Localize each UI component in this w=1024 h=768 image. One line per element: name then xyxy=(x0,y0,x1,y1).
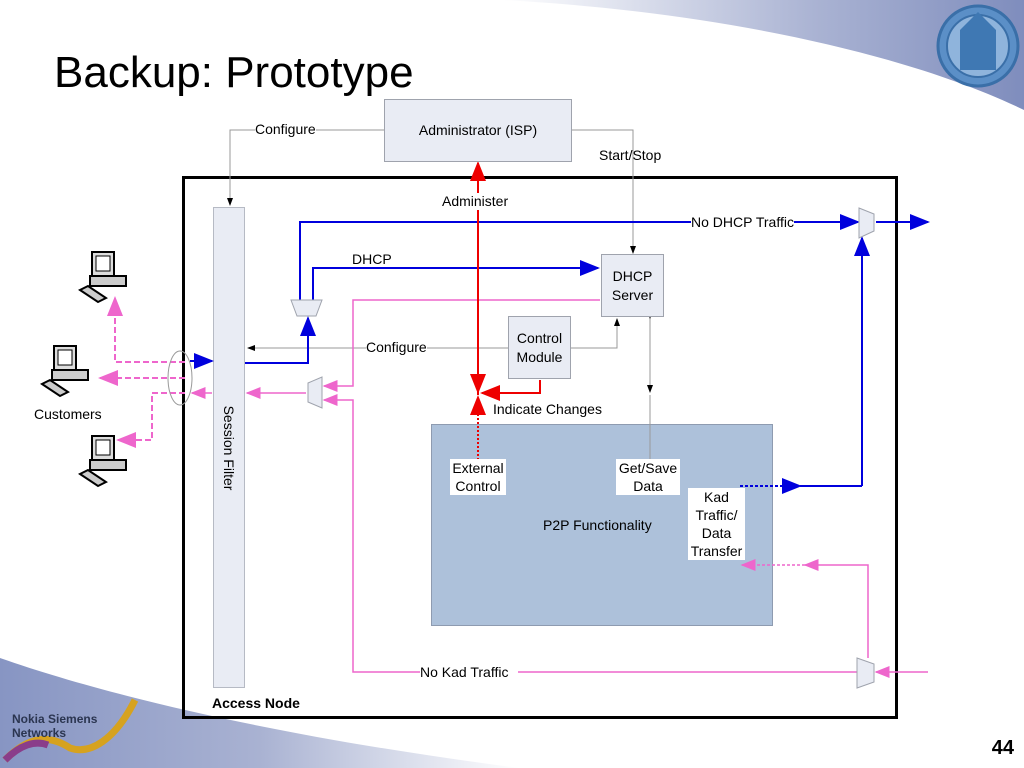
edge-label-start-stop: Start/Stop xyxy=(599,147,662,163)
edge-label-indicate-changes: Indicate Changes xyxy=(493,401,602,417)
get-save-label-line1: Get/Save xyxy=(618,460,678,476)
nsn-wave-icon xyxy=(2,698,139,763)
kad-traffic-box: Kad Traffic/ Data Transfer xyxy=(688,488,745,560)
kad-flow-lines xyxy=(190,299,928,678)
mux-dhcp-split xyxy=(290,299,323,317)
get-save-label-line2: Data xyxy=(633,478,663,494)
access-node-label: Access Node xyxy=(212,695,300,711)
computer-icon xyxy=(78,251,127,304)
administrator-label: Administrator (ISP) xyxy=(418,122,538,138)
computer-icon xyxy=(40,345,89,398)
kad-label-line3: Data xyxy=(701,525,732,541)
dhcp-flow-lines xyxy=(190,214,930,494)
external-control-label-line2: Control xyxy=(455,478,501,494)
session-filter-bar xyxy=(213,207,245,688)
kad-label-line2: Traffic/ xyxy=(695,507,738,523)
mux-kad-merge xyxy=(307,376,323,409)
multiplexer-shapes xyxy=(290,207,875,689)
top-swoosh xyxy=(500,0,1024,110)
university-seal-icon xyxy=(936,4,1020,88)
company-logo-text: Nokia Siemens Networks xyxy=(12,712,97,740)
access-node-container xyxy=(182,176,898,719)
p2p-label: P2P Functionality xyxy=(543,517,652,533)
control-module-box: Control Module xyxy=(508,316,571,379)
dhcp-server-box: DHCP Server xyxy=(601,254,664,317)
computer-icon xyxy=(78,435,127,488)
edge-label-configure-mid: Configure xyxy=(366,339,427,356)
edge-label-no-kad-traffic: No Kad Traffic xyxy=(420,664,509,681)
customers-label: Customers xyxy=(34,406,102,422)
bottom-swoosh xyxy=(0,658,520,768)
external-control-box: External Control xyxy=(450,459,506,495)
mux-no-dhcp xyxy=(858,207,875,239)
company-logo-line1: Nokia Siemens xyxy=(12,712,98,726)
edge-label-no-dhcp-traffic: No DHCP Traffic xyxy=(691,214,794,231)
external-control-label-line1: External xyxy=(452,460,504,476)
mux-no-kad xyxy=(856,657,875,689)
slide-title: Backup: Prototype xyxy=(54,48,414,97)
edge-label-administer: Administer xyxy=(442,193,509,210)
slide-number: 44 xyxy=(991,737,1014,759)
kad-label-line4: Transfer xyxy=(690,543,743,559)
customer-link-bundle xyxy=(167,350,193,406)
kad-label-line1: Kad xyxy=(704,489,729,505)
customer-links xyxy=(98,296,185,448)
administrator-box: Administrator (ISP) xyxy=(384,99,572,162)
dhcp-server-label-line2: Server xyxy=(611,286,654,303)
get-save-data-box: Get/Save Data xyxy=(616,459,680,495)
company-logo-line2: Networks xyxy=(12,726,67,740)
dhcp-server-label-line1: DHCP xyxy=(612,267,653,284)
control-module-label-line2: Module xyxy=(516,348,563,365)
edge-label-configure-top: Configure xyxy=(255,121,316,138)
control-module-label-line1: Control xyxy=(516,329,563,346)
edge-label-dhcp: DHCP xyxy=(352,251,392,267)
